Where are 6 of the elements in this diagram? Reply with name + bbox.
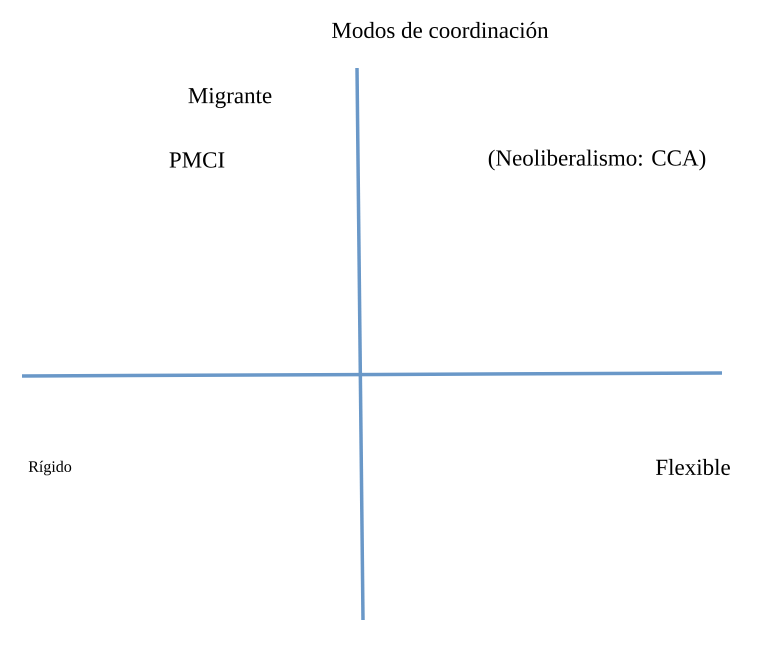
diagram-title: Modos de coordinación bbox=[332, 22, 548, 38]
axis-label: Flexible bbox=[656, 458, 730, 476]
axis-label: Rígido bbox=[28, 460, 72, 476]
axis-label: Migrante bbox=[188, 88, 272, 108]
axis-label: PMCI bbox=[170, 152, 224, 168]
axis-label: (Neoliberalismo: CCA) bbox=[488, 150, 706, 170]
